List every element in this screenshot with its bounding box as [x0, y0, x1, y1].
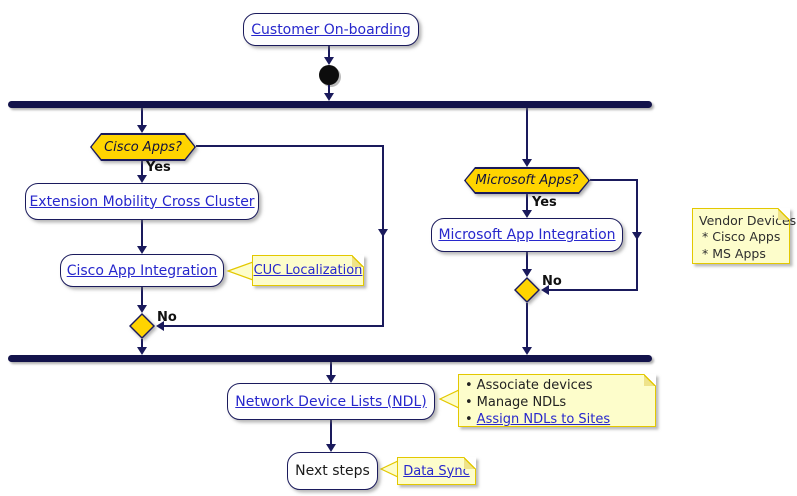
- note-fold-corner: [352, 255, 364, 267]
- cisco-yes-label: Yes: [146, 160, 171, 175]
- data-sync-link[interactable]: Data Sync: [403, 463, 470, 479]
- edge-entry-to-start: [324, 46, 334, 65]
- vendor-note-item: * MS Apps: [702, 245, 766, 261]
- activity-cisco-app-integration: Cisco App Integration: [60, 254, 224, 287]
- merge-diamond-cisco: [129, 313, 155, 339]
- join-bar: [8, 355, 652, 362]
- edge-cisco-integration-to-merge: [137, 287, 147, 313]
- activity-next-steps: Next steps: [287, 452, 378, 490]
- cuc-localization-link[interactable]: CUC Localization: [253, 263, 363, 278]
- customer-onboarding-link[interactable]: Customer On-boarding: [251, 21, 411, 38]
- edge-microsoft-condition-yes: [522, 193, 532, 218]
- ndl-note-item: Associate devices: [459, 378, 655, 395]
- ndl-note-pointer: [438, 389, 460, 409]
- note-fold-corner: [644, 374, 656, 386]
- cisco-app-integration-link[interactable]: Cisco App Integration: [66, 262, 218, 279]
- edge-ndl-to-next-steps: [326, 420, 336, 452]
- note-fold-corner: [464, 457, 476, 469]
- next-steps-label: Next steps: [295, 463, 370, 479]
- microsoft-no-label: No: [542, 274, 562, 289]
- cisco-no-label: No: [157, 310, 177, 325]
- activity-microsoft-app-integration: Microsoft App Integration: [431, 218, 623, 252]
- activity-extension-mobility: Extension Mobility Cross Cluster: [25, 183, 259, 220]
- note-fold-corner: [778, 208, 790, 220]
- activity-customer-onboarding: Customer On-boarding: [243, 13, 419, 46]
- edge-start-to-fork: [324, 85, 334, 101]
- ndl-note-item: Assign NDLs to Sites: [459, 412, 655, 429]
- edge-fork-to-microsoft-condition: [522, 108, 532, 167]
- ndl-note-item: Manage NDLs: [459, 395, 655, 412]
- diamond-fill: [516, 279, 538, 301]
- diamond-fill: [131, 315, 153, 337]
- vendor-devices-note: Vendor Devices: * Cisco Apps * MS Apps: [692, 208, 797, 264]
- edge-emcc-to-cisco-integration: [137, 220, 147, 254]
- vendor-note-title: Vendor Devices:: [699, 213, 797, 228]
- hexagon-fill: [92, 135, 195, 160]
- decision-microsoft-apps: Microsoft Apps?: [464, 167, 590, 194]
- cuc-localization-note: CUC Localization: [252, 255, 364, 286]
- extension-mobility-link[interactable]: Extension Mobility Cross Cluster: [29, 193, 255, 210]
- ndl-note: Associate devices Manage NDLs Assign NDL…: [458, 374, 656, 427]
- network-device-lists-link[interactable]: Network Device Lists (NDL): [235, 393, 427, 410]
- data-sync-note: Data Sync: [397, 457, 476, 485]
- edge-cisco-no-bypass: [156, 145, 388, 331]
- edge-microsoft-merge-to-join: [522, 303, 532, 355]
- edge-cisco-condition-yes: [137, 161, 147, 183]
- cuc-note-pointer: [226, 261, 254, 281]
- vendor-note-item: * Cisco Apps: [702, 229, 781, 245]
- edge-cisco-merge-to-join: [137, 339, 147, 355]
- start-node: [319, 65, 339, 85]
- fork-bar: [8, 101, 652, 108]
- activity-network-device-lists: Network Device Lists (NDL): [227, 383, 435, 420]
- edge-fork-to-cisco-condition: [137, 108, 147, 133]
- cisco-condition-label: Cisco Apps?: [104, 139, 182, 155]
- microsoft-app-integration-link[interactable]: Microsoft App Integration: [438, 227, 616, 243]
- edge-microsoft-no-bypass: [541, 179, 642, 295]
- microsoft-condition-label: Microsoft Apps?: [475, 173, 579, 188]
- hexagon-fill: [466, 169, 589, 193]
- edge-microsoft-integration-to-merge: [522, 252, 532, 277]
- decision-cisco-apps: Cisco Apps?: [90, 133, 196, 161]
- data-sync-note-pointer: [379, 460, 399, 478]
- microsoft-yes-label: Yes: [532, 195, 557, 210]
- assign-ndls-to-sites-link[interactable]: Assign NDLs to Sites: [476, 411, 611, 427]
- merge-diamond-microsoft: [514, 277, 540, 303]
- edge-join-to-ndl: [326, 362, 336, 383]
